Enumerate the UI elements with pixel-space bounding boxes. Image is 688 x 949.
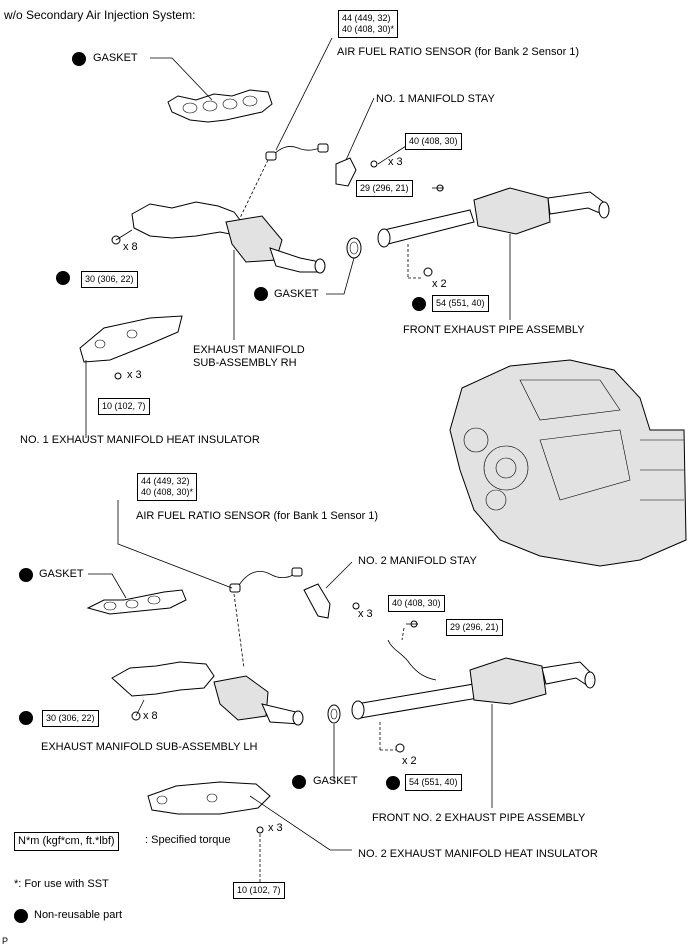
footer-mark: P: [2, 936, 9, 946]
heat-insulator-2-part: [147, 781, 271, 815]
stay-2-bolt-torque: 40 (408, 30): [388, 595, 445, 612]
nonreusable-legend-label: Non-reusable part: [34, 909, 123, 921]
manifold-rh-nut-qty: x 8: [123, 241, 138, 253]
torque-legend-desc: : Specified torque: [145, 834, 231, 846]
nonreusable-marker-gasket-mid-lower: [292, 775, 306, 789]
insulator-2-bolt-qty: x 3: [268, 822, 283, 834]
front-no2-exhaust-pipe-part: [351, 657, 596, 720]
nonreusable-marker-gasket-lower: [19, 568, 33, 582]
nonreusable-legend-marker: [14, 909, 28, 923]
torque-unit-legend: N*m (kgf*cm, ft.*lbf): [14, 832, 119, 851]
manifold-stay-2-part: [303, 583, 331, 619]
manifold-stay-1-part: [335, 157, 357, 187]
stay-2-bolt-qty: x 3: [358, 608, 373, 620]
manifold-lh-label: EXHAUST MANIFOLD SUB-ASSEMBLY LH: [41, 741, 258, 753]
insulator-2-bolt-torque: 10 (102, 7): [233, 882, 285, 899]
nonreusable-marker-pipe-nut-upper: [412, 297, 426, 311]
gasket-mid-upper-label: GASKET: [274, 288, 319, 300]
pipe-nut-upper-qty: x 2: [432, 278, 447, 290]
manifold-rh-label-line1: EXHAUST MANIFOLD: [193, 344, 305, 356]
pipe-nut-upper-torque: 54 (551, 40): [432, 295, 489, 312]
pipe-bolt-lower-torque: 29 (296, 21): [446, 619, 503, 636]
nonreusable-marker-gasket-mid-upper: [254, 287, 268, 301]
heat-insulator-1-part: [79, 315, 183, 363]
stay-1-bolt-torque: 40 (408, 30): [405, 133, 462, 150]
af-sensor-lower-torque-1: 44 (449, 32): [141, 476, 190, 486]
engine-assembly-illustration: [449, 359, 687, 567]
gasket-upper-label: GASKET: [93, 52, 138, 64]
af-sensor-upper-label: AIR FUEL RATIO SENSOR (for Bank 2 Sensor…: [337, 46, 580, 58]
front-no2-exhaust-pipe-label: FRONT NO. 2 EXHAUST PIPE ASSEMBLY: [372, 812, 586, 824]
front-exhaust-pipe-label: FRONT EXHAUST PIPE ASSEMBLY: [403, 324, 585, 336]
gasket-ring-lower: [327, 704, 341, 724]
diagram-title: w/o Secondary Air Injection System:: [4, 8, 196, 22]
heat-insulator-1-label: NO. 1 EXHAUST MANIFOLD HEAT INSULATOR: [20, 434, 260, 446]
af-sensor-upper-torque-1: 44 (449, 32): [342, 13, 391, 23]
front-exhaust-pipe-upper-part: [377, 187, 610, 248]
pipe-bolt-upper-torque: 29 (296, 21): [356, 180, 413, 197]
exhaust-manifold-lh-part: [111, 661, 304, 726]
heat-insulator-2-label: NO. 2 EXHAUST MANIFOLD HEAT INSULATOR: [358, 848, 598, 860]
sst-note: *: For use with SST: [14, 878, 109, 890]
manifold-rh-nut-torque: 30 (306, 22): [81, 271, 138, 288]
insulator-1-bolt-torque: 10 (102, 7): [98, 398, 150, 415]
nonreusable-marker-pipe-nut-lower: [386, 776, 400, 790]
manifold-lh-nut-qty: x 8: [143, 710, 158, 722]
af-sensor-upper-torque-2: 40 (408, 30)*: [342, 24, 395, 34]
sensor-wire-lower: [387, 639, 437, 681]
nonreusable-marker-nut-rh: [56, 271, 70, 285]
stay-1-bolt-qty: x 3: [388, 156, 403, 168]
af-sensor-lower-torque-2: 40 (408, 30)*: [141, 487, 194, 497]
af-sensor-bank1-part: [229, 567, 303, 593]
nonreusable-marker-gasket-upper: [72, 52, 86, 66]
manifold-stay-1-label: NO. 1 MANIFOLD STAY: [376, 93, 495, 105]
af-sensor-lower-torque-box: 44 (449, 32) 40 (408, 30)*: [137, 473, 198, 501]
gasket-lower-label: GASKET: [39, 568, 84, 580]
manifold-stay-2-label: NO. 2 MANIFOLD STAY: [358, 555, 477, 567]
exhaust-manifold-rh-part: [131, 201, 326, 274]
gasket-lh-part: [86, 589, 187, 615]
manifold-lh-nut-torque: 30 (306, 22): [42, 710, 99, 727]
pipe-nut-lower-torque: 54 (551, 40): [405, 774, 462, 791]
nonreusable-marker-nut-lh: [19, 711, 33, 725]
af-sensor-lower-label: AIR FUEL RATIO SENSOR (for Bank 1 Sensor…: [136, 510, 379, 522]
af-sensor-upper-torque-box: 44 (449, 32) 40 (408, 30)*: [338, 10, 399, 38]
af-sensor-bank2-part: [265, 143, 329, 161]
pipe-nut-lower-qty: x 2: [402, 755, 417, 767]
gasket-ring-upper: [346, 237, 362, 259]
gasket-rh-upper-part: [167, 89, 273, 123]
gasket-mid-lower-label: GASKET: [313, 775, 358, 787]
manifold-rh-label-line2: SUB-ASSEMBLY RH: [193, 357, 297, 369]
insulator-1-bolt-qty: x 3: [127, 369, 142, 381]
